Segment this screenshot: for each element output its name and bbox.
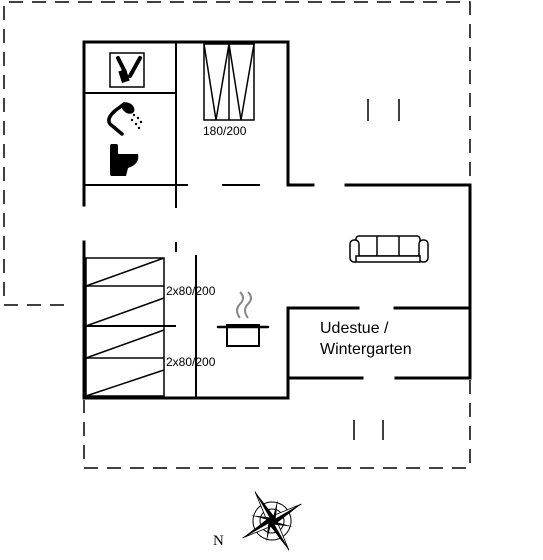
- property-boundary: [3, 1, 471, 469]
- bunk-bed-icon: [85, 257, 165, 397]
- bunk-bed-label-lower: 2x80/200: [166, 355, 216, 369]
- compass-north-label: N: [213, 533, 224, 549]
- cooking-pot-icon: [216, 291, 270, 347]
- window-marks: [353, 99, 400, 440]
- sunroom-label-line2: Wintergarten: [320, 341, 412, 358]
- sunroom-label-line1: Udestue /: [320, 320, 389, 337]
- laundry-icon: [109, 52, 145, 88]
- double-bed-icon: [203, 43, 255, 121]
- compass-rose-icon: [242, 491, 302, 551]
- toilet-icon: [110, 144, 139, 176]
- walls: [82, 40, 472, 400]
- bunk-bed-label-upper: 2x80/200: [166, 284, 216, 298]
- double-bed-label: 180/200: [203, 124, 247, 138]
- shower-icon: [107, 102, 143, 136]
- sofa-icon: [349, 235, 429, 263]
